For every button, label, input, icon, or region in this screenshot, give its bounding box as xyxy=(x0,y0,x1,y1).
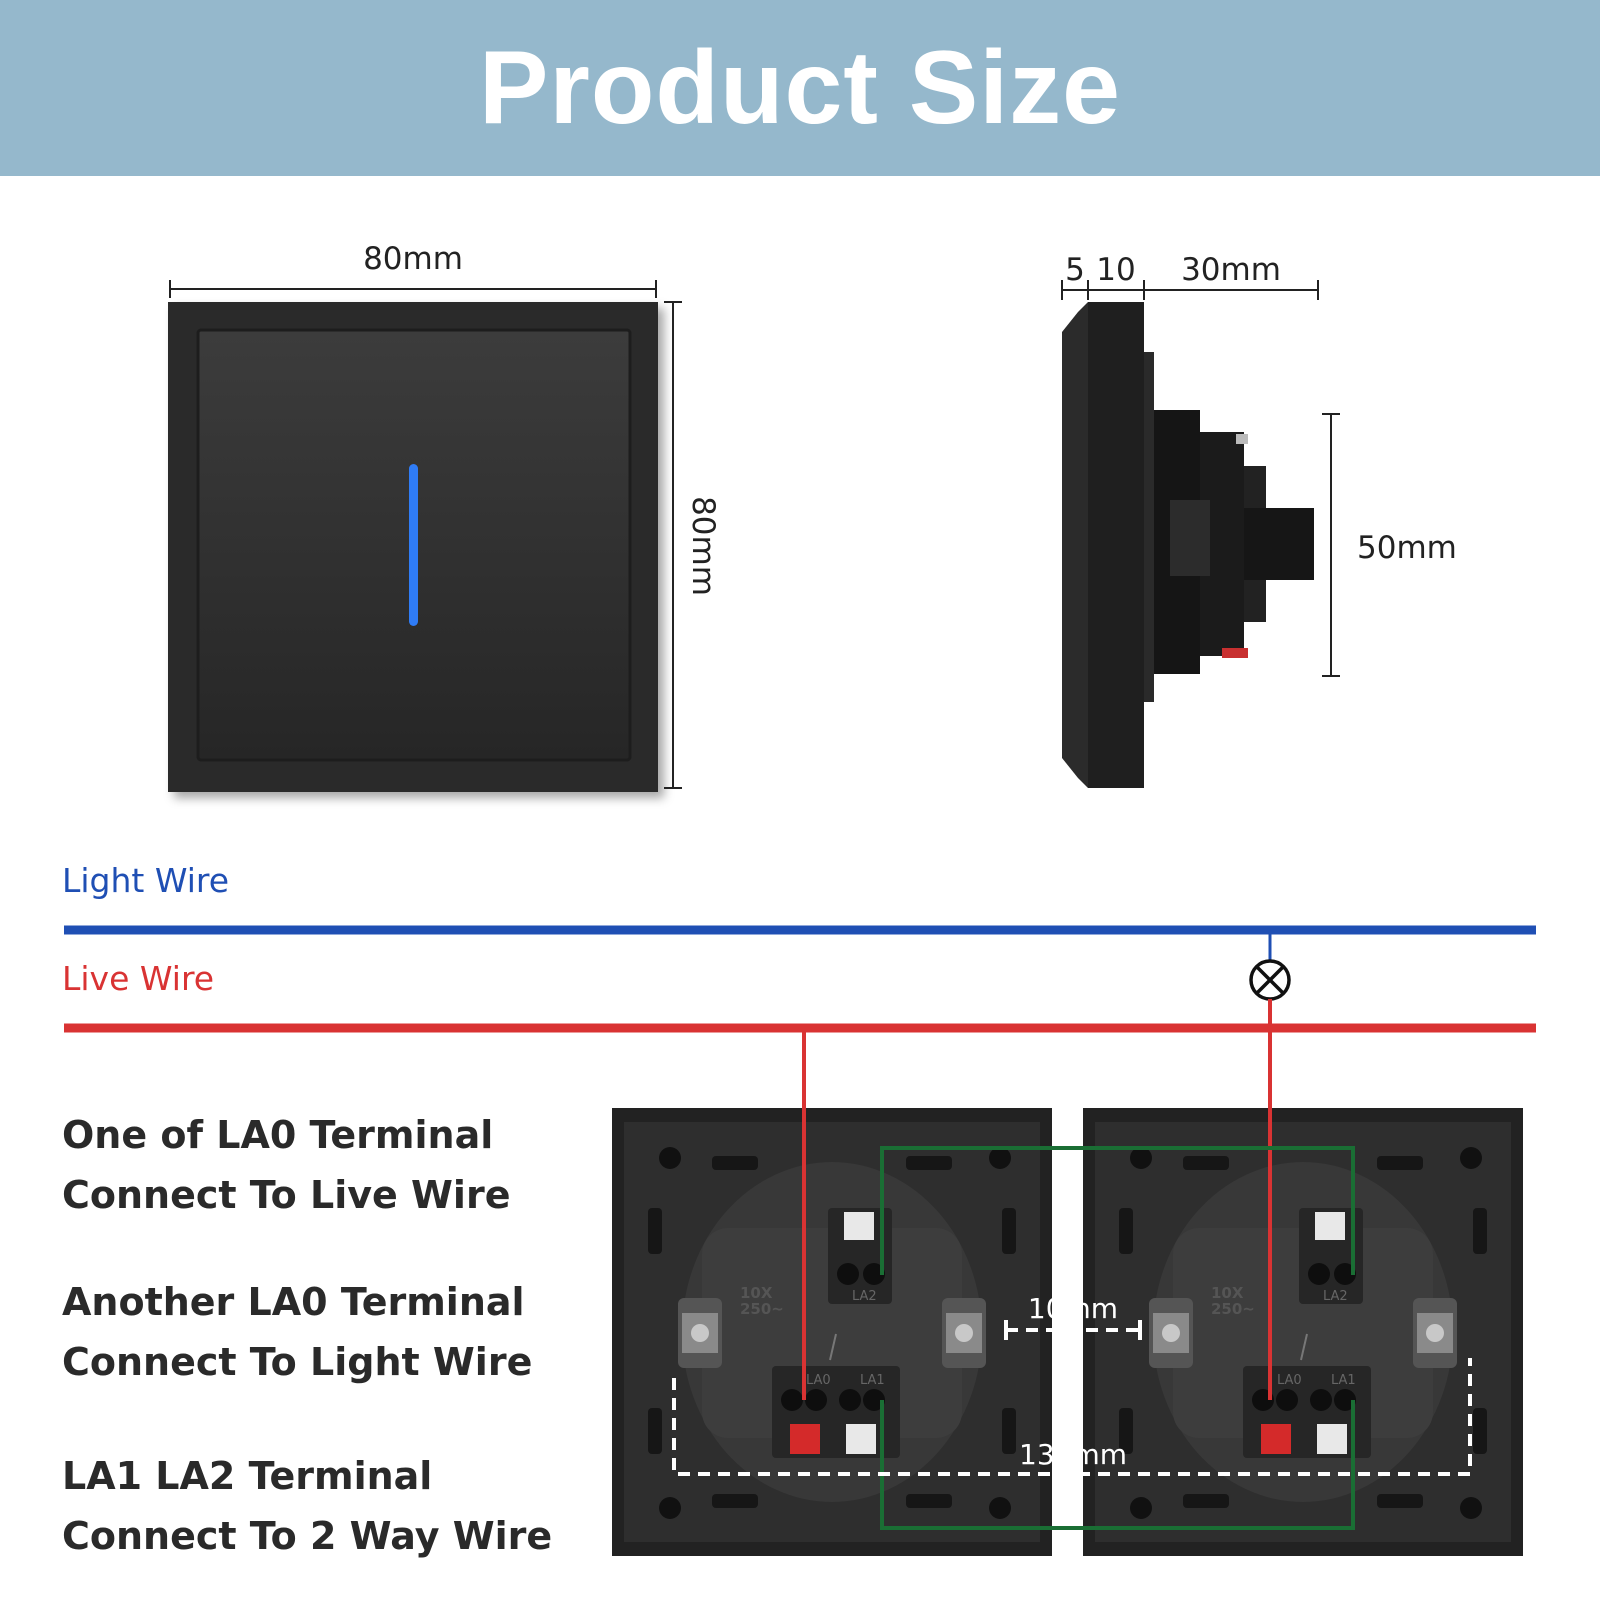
svg-text:250~: 250~ xyxy=(740,1300,784,1318)
plate-thickness-label: 5 xyxy=(1065,252,1085,288)
depth-label: 30mm xyxy=(1181,252,1281,288)
width-dimension: 80mm xyxy=(169,241,657,298)
svg-text:LA1: LA1 xyxy=(1331,1373,1356,1388)
instruction-line: LA1 LA2 Terminal xyxy=(62,1454,433,1498)
instruction-line: One of LA0 Terminal xyxy=(62,1113,494,1157)
gap-dimension: 10mm xyxy=(1004,1292,1142,1340)
height-dimension: 80mm xyxy=(664,301,721,789)
wiring-diagram: Light Wire Live Wire xyxy=(62,861,1536,1033)
la0-label: LA0 xyxy=(806,1373,831,1388)
la2-label: LA2 xyxy=(852,1289,877,1304)
light-wire-label: Light Wire xyxy=(62,861,229,900)
lamp-icon xyxy=(1249,959,1291,1001)
title-banner: Product Size xyxy=(0,0,1600,176)
front-view: 80mm 80mm xyxy=(168,241,721,792)
rating-label: 10X xyxy=(740,1284,773,1302)
page-title: Product Size xyxy=(479,30,1121,146)
side-frame xyxy=(1088,302,1144,788)
front-width-label: 80mm xyxy=(363,241,463,277)
side-rocker xyxy=(1062,302,1088,788)
two-way-wire xyxy=(880,1146,1355,1530)
side-depth-dimension: 5 10 30mm xyxy=(1061,252,1319,300)
front-height-label: 80mm xyxy=(685,496,721,596)
live-wire-label: Live Wire xyxy=(62,959,214,998)
module-height-dimension: 50mm xyxy=(1322,413,1457,677)
total-width-dimension: 130mm xyxy=(672,1358,1472,1476)
back-module-right: 10X 250~ LA2 LA0 LA1 xyxy=(1082,1107,1524,1557)
svg-text:LA2: LA2 xyxy=(1323,1289,1348,1304)
svg-text:LA0: LA0 xyxy=(1277,1373,1302,1388)
instruction-line: Connect To Light Wire xyxy=(62,1340,533,1384)
instruction-la0-light: Another LA0 Terminal Connect To Light Wi… xyxy=(62,1272,532,1392)
svg-text:250~: 250~ xyxy=(1211,1300,1255,1318)
instruction-line: Another LA0 Terminal xyxy=(62,1280,525,1324)
gap-label: 10mm xyxy=(1028,1292,1118,1325)
svg-text:10X: 10X xyxy=(1211,1284,1244,1302)
back-module-left: 10X 250~ LA2 LA0 LA1 xyxy=(611,1107,1053,1557)
total-width-label: 130mm xyxy=(1019,1438,1127,1471)
frame-thickness-label: 10 xyxy=(1096,252,1135,288)
indicator-light xyxy=(409,464,418,626)
side-view: 5 10 30mm 50mm xyxy=(1061,252,1457,788)
instruction-la0-live: One of LA0 Terminal Connect To Live Wire xyxy=(62,1105,510,1225)
instruction-line: Connect To 2 Way Wire xyxy=(62,1514,553,1558)
instruction-la1-la2: LA1 LA2 Terminal Connect To 2 Way Wire xyxy=(62,1446,552,1566)
module-height-label: 50mm xyxy=(1357,530,1457,566)
instruction-line: Connect To Live Wire xyxy=(62,1173,511,1217)
la1-label: LA1 xyxy=(860,1373,885,1388)
